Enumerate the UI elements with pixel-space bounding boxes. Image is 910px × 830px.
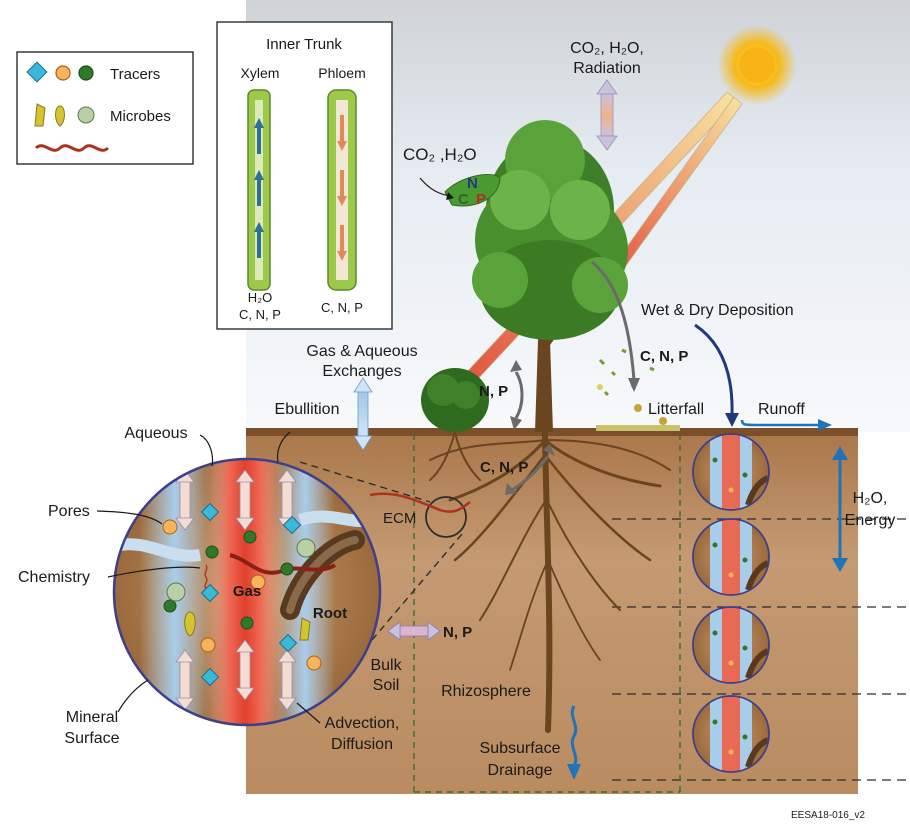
litterfall-arrow xyxy=(591,260,640,392)
subsurface-label-2: Drainage xyxy=(488,762,553,779)
hyphae-icon xyxy=(34,144,110,152)
callout-lines xyxy=(96,431,321,724)
xylem-arrows xyxy=(254,118,264,258)
pores-label: Pores xyxy=(48,503,90,520)
soil-circle-3 xyxy=(692,606,770,684)
leaf-p-label: P xyxy=(476,191,486,208)
bulk-soil-label-2: Soil xyxy=(373,677,400,694)
drainage-arrow xyxy=(567,705,581,780)
ebullition-arrow xyxy=(353,377,373,451)
deposition-arrow xyxy=(694,323,739,427)
soil-circle-2 xyxy=(692,518,770,596)
atmosphere-label-1: CO₂, H₂O, xyxy=(570,40,644,57)
shrub-np-arrow xyxy=(510,360,524,430)
np-exchange-arrow xyxy=(387,621,441,641)
tracer-green-icon xyxy=(78,65,94,81)
deposition-label: Wet & Dry Deposition xyxy=(641,302,794,319)
legend-tracers-label: Tracers xyxy=(110,66,160,83)
ebullition-label: Ebullition xyxy=(275,401,340,418)
inner-trunk-title: Inner Trunk xyxy=(266,36,342,53)
root-cnp-label: C, N, P xyxy=(480,459,528,476)
litterfall-label: Litterfall xyxy=(648,401,704,418)
aqueous-label: Aqueous xyxy=(124,425,187,442)
sun-core xyxy=(739,47,775,83)
runoff-arrow xyxy=(740,419,832,431)
advection-label-2: Diffusion xyxy=(331,736,393,753)
shrub-np-label: N, P xyxy=(479,383,508,400)
rhizosphere-bounds xyxy=(413,434,681,793)
shrub xyxy=(421,368,489,432)
rhizosphere-label: Rhizosphere xyxy=(441,683,531,700)
pore-zoom-circle xyxy=(112,457,382,727)
chemistry-label: Chemistry xyxy=(18,569,90,586)
phloem-arrows xyxy=(337,115,347,261)
atmosphere-label-2: Radiation xyxy=(573,60,641,77)
xylem-h2o-label: H₂O xyxy=(248,290,273,305)
xylem-cnp-label: C, N, P xyxy=(239,307,281,322)
soil-layer-circles xyxy=(692,433,770,773)
microbe-spore-icon xyxy=(77,106,95,124)
soil-circle-4 xyxy=(692,695,770,773)
h2o-energy-label-2: Energy xyxy=(845,512,896,529)
leaf-n-label: N xyxy=(467,175,478,192)
phloem-label: Phloem xyxy=(318,65,365,81)
microbe-oval-icon xyxy=(55,105,65,127)
root-cnp-arrow xyxy=(505,444,555,495)
tracer-diamond-icon xyxy=(26,61,48,83)
h2o-energy-label-1: H₂O, xyxy=(853,490,888,507)
litter-cnp-label: C, N, P xyxy=(640,348,688,365)
tracer-orange-icon xyxy=(55,65,71,81)
leaf-co2-label: CO₂ ,H₂O xyxy=(403,145,477,164)
microbe-rod-icon xyxy=(34,103,46,127)
gas-aqueous-label-2: Exchanges xyxy=(322,363,401,380)
ecm-label: ECM xyxy=(383,510,416,527)
tree-roots xyxy=(429,429,671,733)
soil-circle-1 xyxy=(692,433,770,511)
tracers-in-circle xyxy=(162,502,322,687)
legend-box xyxy=(16,51,194,165)
soil-np-label: N, P xyxy=(443,624,472,641)
gas-label: Gas xyxy=(233,583,261,600)
figure-id: EESA18-016_v2 xyxy=(791,810,865,821)
mineral-surface-label-2: Surface xyxy=(64,730,119,747)
runoff-label: Runoff xyxy=(758,401,805,418)
h2o-energy-arrow xyxy=(832,446,848,572)
leaf-cnp xyxy=(419,174,501,207)
bulk-soil-label-1: Bulk xyxy=(370,657,402,674)
phloem-cnp-label: C, N, P xyxy=(321,300,363,315)
ecm-zoom xyxy=(299,461,471,641)
inner-trunk-box xyxy=(216,21,393,330)
soil-layer-lines xyxy=(612,518,910,781)
legend-microbes-label: Microbes xyxy=(110,108,171,125)
xylem-label: Xylem xyxy=(241,65,280,81)
subsurface-label-1: Subsurface xyxy=(480,740,561,757)
mineral-surface-label-1: Mineral xyxy=(66,709,118,726)
gas-aqueous-label-1: Gas & Aqueous xyxy=(306,343,417,360)
advection-label-1: Advection, xyxy=(325,715,400,732)
tree xyxy=(472,120,628,432)
leaf-c-label: C xyxy=(458,191,469,208)
atmosphere-exchange-arrow xyxy=(596,79,618,151)
root-label: Root xyxy=(313,605,347,622)
